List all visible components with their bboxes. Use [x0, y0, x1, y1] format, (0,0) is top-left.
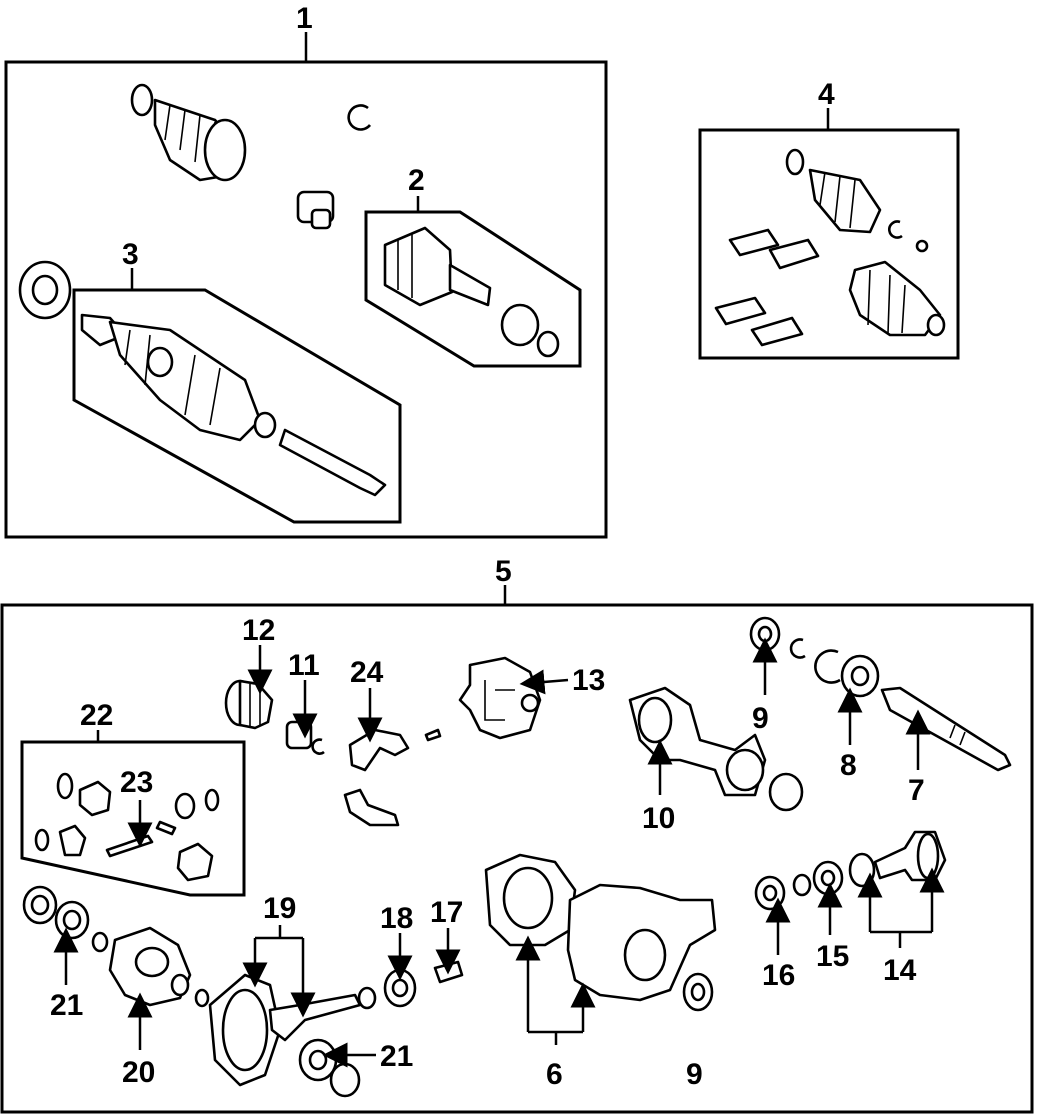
callout-24[interactable]: 24: [350, 656, 384, 689]
callout-9-lower[interactable]: 9: [686, 1058, 703, 1091]
callout-3[interactable]: 3: [122, 238, 139, 271]
part-14-hub-flange[interactable]: [848, 830, 947, 888]
group-1-box: [4, 32, 608, 539]
part-24-fork[interactable]: [343, 728, 442, 827]
callout-7[interactable]: 7: [908, 774, 925, 807]
group-3-box: [72, 268, 402, 524]
callout-13[interactable]: 13: [572, 664, 605, 697]
part-13-actuator[interactable]: [458, 656, 542, 740]
outer-boot-part[interactable]: [130, 83, 247, 182]
callout-14[interactable]: 14: [883, 954, 917, 987]
dust-seal-part[interactable]: [18, 260, 72, 320]
callout-23[interactable]: 23: [120, 766, 153, 799]
callout-5[interactable]: 5: [495, 555, 512, 588]
part-10-tube[interactable]: [628, 686, 804, 812]
callout-20[interactable]: 20: [122, 1056, 155, 1089]
part-18-seal[interactable]: [383, 968, 417, 1008]
part-11-bearing[interactable]: [285, 720, 325, 755]
part-17-spacer[interactable]: [433, 960, 464, 984]
group-2-box: [364, 196, 582, 368]
callout-11[interactable]: 11: [288, 649, 320, 682]
part-9-seal-lower[interactable]: [682, 972, 714, 1012]
callout-17[interactable]: 17: [430, 896, 463, 929]
diff-kit-parts[interactable]: [34, 772, 220, 882]
callout-19[interactable]: 19: [263, 892, 296, 925]
callout-10[interactable]: 10: [642, 802, 675, 835]
part-15-bearing[interactable]: [792, 860, 844, 897]
boot-kit-part[interactable]: [714, 148, 946, 347]
callout-4[interactable]: 4: [818, 78, 835, 111]
part-12-seal[interactable]: [224, 679, 274, 730]
group-5-box: [0, 585, 1034, 1114]
drive-shaft-part[interactable]: [80, 313, 387, 497]
callout-21-left[interactable]: 21: [50, 989, 83, 1022]
part-20-diff-case[interactable]: [108, 926, 210, 1008]
callout-22[interactable]: 22: [80, 699, 113, 732]
snap-ring-part[interactable]: [347, 104, 372, 131]
part-6-carrier[interactable]: [484, 853, 717, 1002]
part-16-seal[interactable]: [754, 875, 786, 911]
callout-9-upper[interactable]: 9: [752, 702, 769, 735]
callout-21-lower[interactable]: 21: [380, 1040, 413, 1073]
callout-6[interactable]: 6: [546, 1058, 563, 1091]
part-8-bearing[interactable]: [840, 654, 880, 698]
callout-8[interactable]: 8: [840, 749, 857, 782]
callout-12[interactable]: 12: [242, 614, 275, 647]
callout-18[interactable]: 18: [380, 902, 413, 935]
group-22-box: [20, 730, 246, 897]
callout-15[interactable]: 15: [816, 940, 849, 973]
tripod-joint-part[interactable]: [296, 190, 335, 230]
part-21-bearing-lower[interactable]: [298, 1038, 361, 1098]
callout-1[interactable]: 1: [296, 2, 313, 35]
inboard-joint-part[interactable]: [383, 226, 560, 358]
callout-16[interactable]: 16: [762, 959, 795, 992]
callout-2[interactable]: 2: [408, 164, 425, 197]
part-7-axle-shaft[interactable]: [880, 686, 1012, 772]
group-4-box: [698, 108, 960, 360]
